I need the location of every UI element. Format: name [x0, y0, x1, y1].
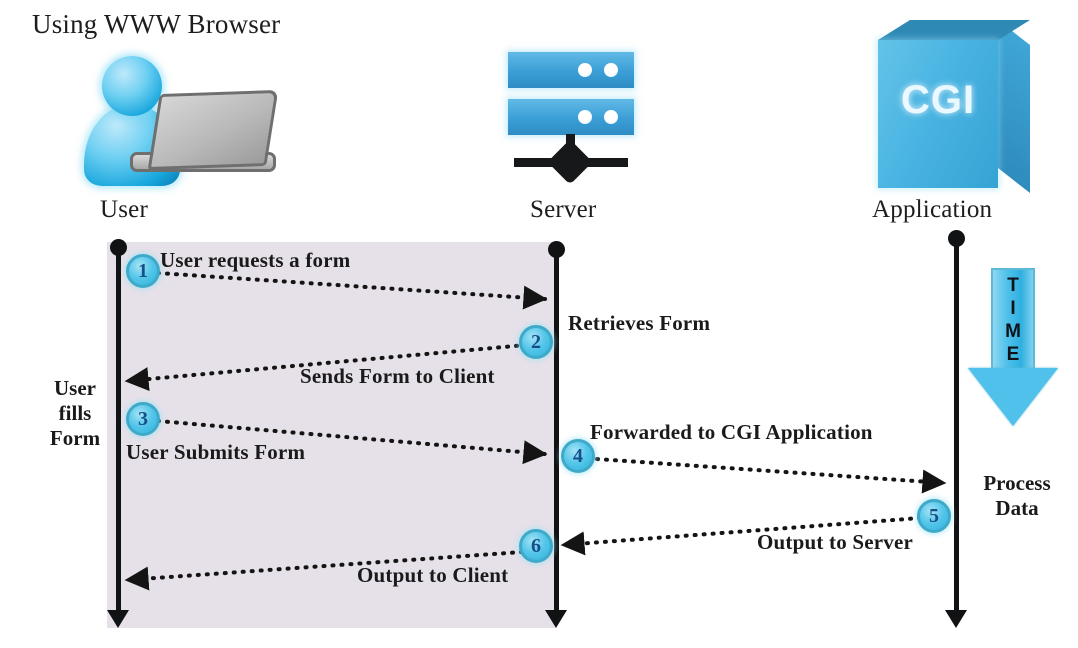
server-rack-icon	[508, 52, 636, 188]
diagram-title: Using WWW Browser	[32, 9, 281, 39]
message-label-5: Output to Server	[757, 530, 914, 554]
time-letter: E	[1006, 344, 1020, 365]
time-arrow-head	[968, 368, 1058, 426]
server-led-icon	[578, 63, 592, 77]
step-badge-6[interactable]: 6	[519, 529, 553, 563]
step-badge-3[interactable]: 3	[126, 402, 160, 436]
side-note-line: Process	[983, 471, 1051, 495]
user-head-shape	[102, 56, 162, 116]
side-note-line: fills	[58, 401, 92, 425]
server-led-icon	[604, 63, 618, 77]
lifeline-end-arrow-user	[107, 610, 129, 628]
time-letter: I	[1010, 298, 1016, 319]
actor-label-user: User	[100, 196, 149, 223]
message-label-3: User Submits Form	[126, 440, 306, 464]
step-badge-1[interactable]: 1	[126, 254, 160, 288]
side-note-line: Form	[49, 426, 101, 450]
server-bar-bottom	[508, 99, 634, 135]
cgi-box-side-face	[998, 20, 1030, 194]
server-network-node-icon	[547, 139, 593, 185]
laptop-screen-shape	[147, 89, 279, 171]
lifeline-user	[116, 247, 121, 612]
server-led-icon	[604, 110, 618, 124]
cgi-box-icon: CGI	[878, 20, 1031, 194]
lifeline-end-arrow-application	[945, 610, 967, 628]
cgi-box-label: CGI	[900, 78, 976, 122]
message-label-1: User requests a form	[160, 248, 351, 272]
actor-label-application: Application	[872, 196, 993, 223]
side-note-user-fills-form: User fills Form	[40, 376, 110, 451]
time-letter: T	[1007, 275, 1019, 296]
user-with-laptop-icon	[78, 56, 279, 188]
step-badge-5[interactable]: 5	[917, 499, 951, 533]
message-label-2b: Sends Form to Client	[300, 364, 495, 388]
cgi-box-front-face	[878, 40, 998, 188]
step-badge-2[interactable]: 2	[519, 325, 553, 359]
time-letter: M	[1005, 321, 1021, 342]
lifeline-end-arrow-server	[545, 610, 567, 628]
side-note-line: Data	[995, 496, 1039, 520]
message-label-2: Retrieves Form	[568, 311, 711, 335]
server-bar-top	[508, 52, 634, 88]
message-label-6: Output to Client	[357, 563, 509, 587]
time-arrow-label: T I M E	[991, 274, 1035, 366]
step-badge-4[interactable]: 4	[561, 439, 595, 473]
server-led-icon	[578, 110, 592, 124]
side-note-line: User	[54, 376, 96, 400]
lifeline-application	[954, 238, 959, 612]
message-arrow-4	[595, 457, 947, 494]
message-label-4: Forwarded to CGI Application	[590, 420, 873, 444]
lifeline-server	[554, 249, 559, 612]
actor-label-server: Server	[530, 196, 597, 223]
time-direction-arrow-icon: T I M E	[968, 268, 1058, 428]
side-note-process-data: Process Data	[962, 471, 1072, 521]
